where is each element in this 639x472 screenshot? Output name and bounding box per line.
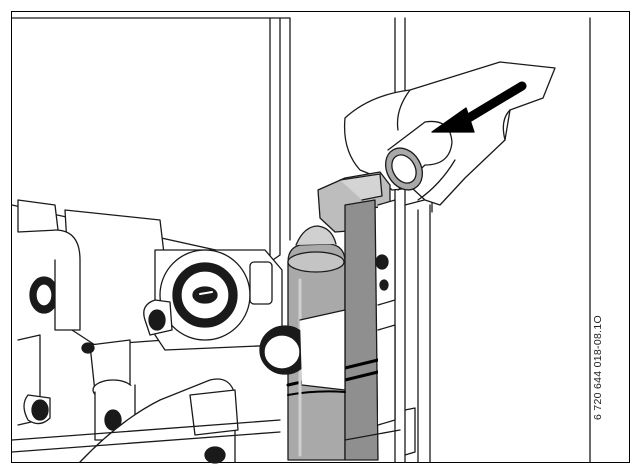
removed-plug: [384, 120, 453, 191]
cabinet-panels: [11, 17, 591, 463]
siphon-assembly: [286, 171, 391, 461]
pump-housing: [64, 209, 283, 351]
left-pipes: [11, 199, 281, 464]
figure-code-label: 6 720 644 018-08.1O: [592, 315, 604, 420]
right-bracket: [344, 199, 416, 456]
motor-unit: [259, 309, 346, 391]
pull-direction-arrow: [431, 81, 527, 133]
